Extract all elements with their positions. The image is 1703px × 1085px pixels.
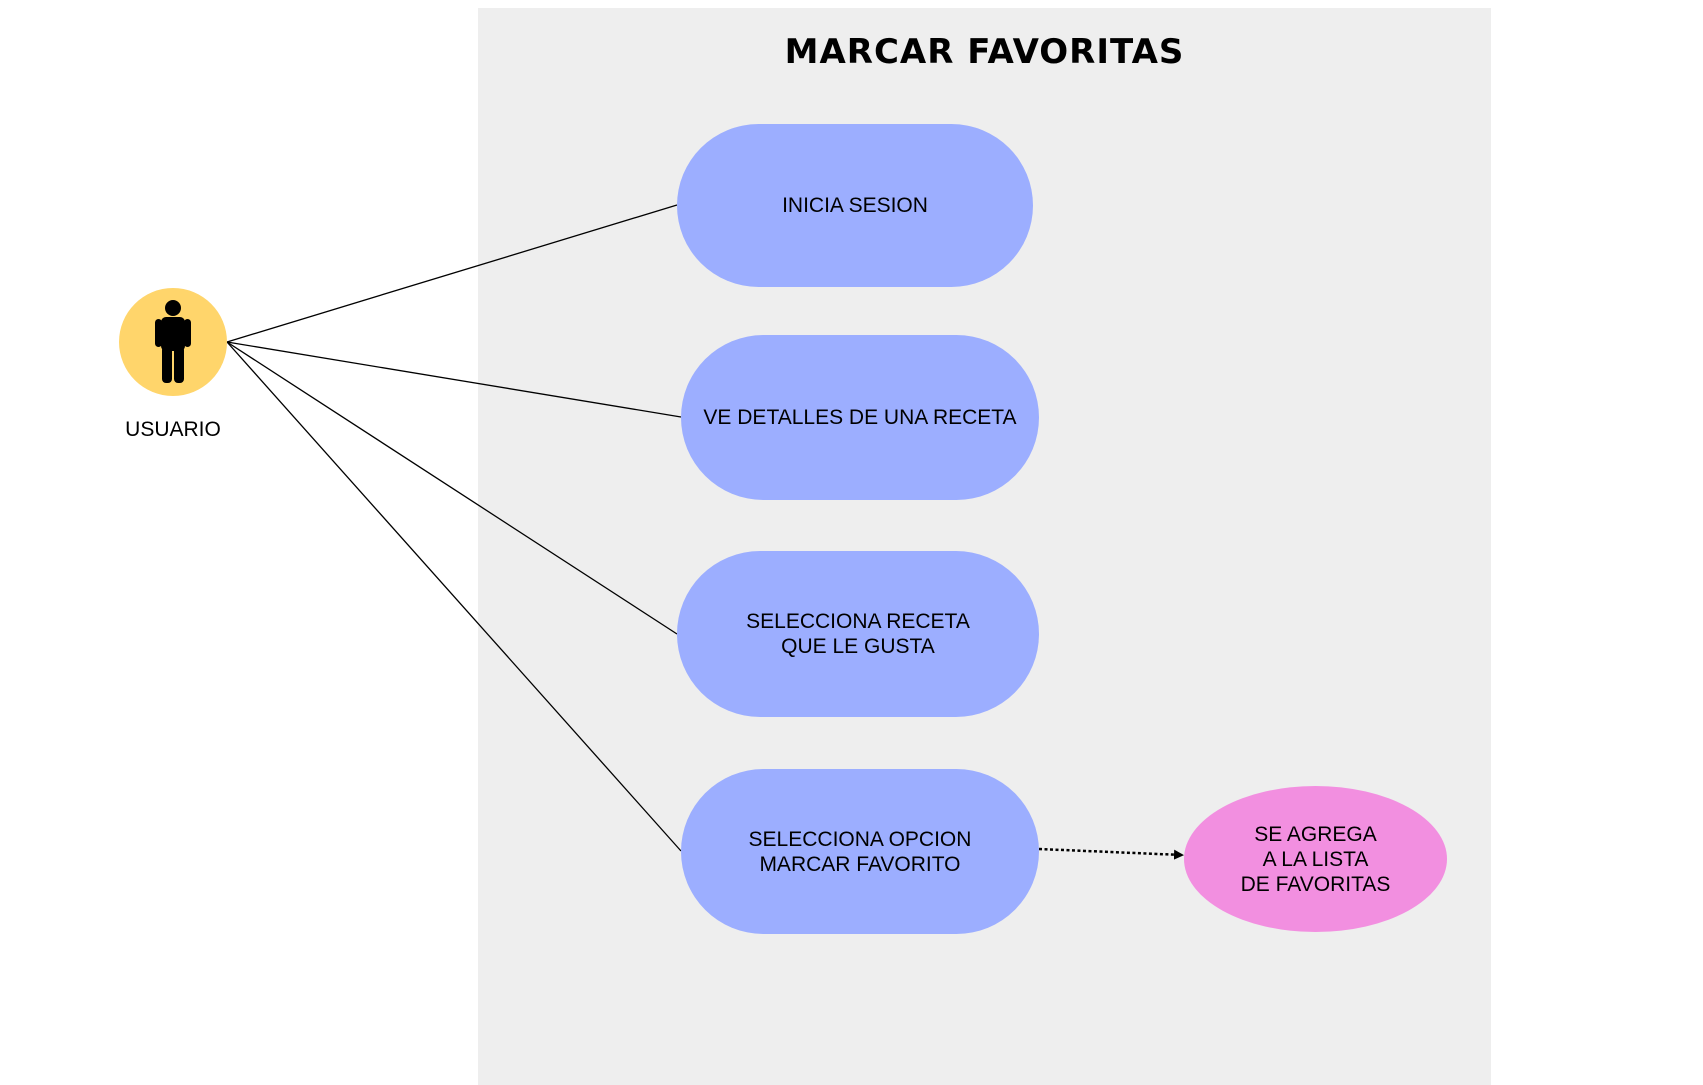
use-case-selecciona-opcion: SELECCIONA OPCION MARCAR FAVORITO [681,769,1039,934]
use-case-inicia-sesion: INICIA SESION [677,124,1033,287]
use-case-ve-detalles: VE DETALLES DE UNA RECETA [681,335,1039,500]
actor-label: USUARIO [125,418,221,441]
diagram-title: MARCAR FAVORITAS [784,32,1185,72]
result-agrega-favoritas: SE AGREGA A LA LISTA DE FAVORITAS [1184,786,1447,932]
person-icon [155,300,191,383]
use-case-selecciona-receta: SELECCIONA RECETA QUE LE GUSTA [677,551,1039,717]
actor-usuario [119,288,227,396]
